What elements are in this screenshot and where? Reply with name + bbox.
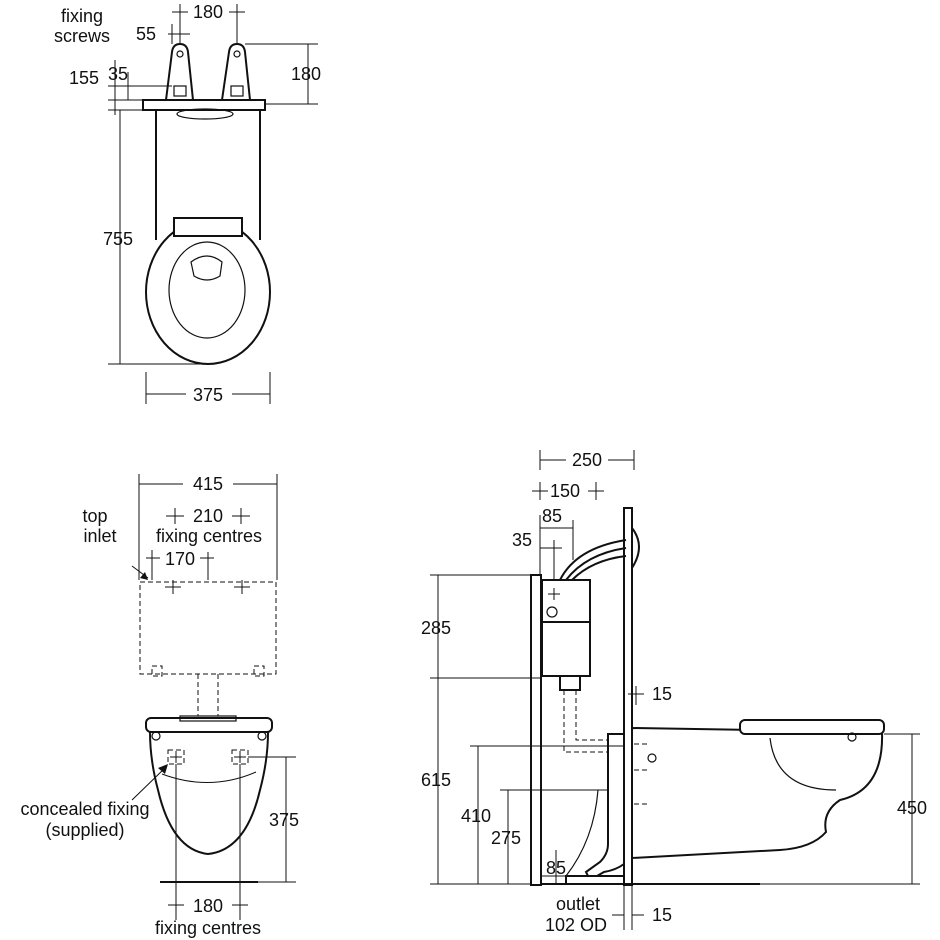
dim-180-top: 180 — [193, 2, 223, 22]
dim-15-mid: 15 — [652, 684, 672, 704]
label-supplied: (supplied) — [45, 820, 124, 840]
front-elevation-view: 415 top inlet 210 fixing centres 170 — [20, 474, 299, 938]
label-top: top — [82, 506, 107, 526]
bracket-slot-right — [230, 85, 244, 97]
fixing-bracket-left — [164, 42, 195, 101]
frame-post-left — [530, 574, 542, 886]
dim-410: 410 — [461, 806, 491, 826]
cistern-body — [541, 621, 591, 677]
flush-pipe — [197, 674, 219, 716]
dim-250: 250 — [572, 450, 602, 470]
label-outlet: outlet — [556, 894, 600, 914]
fixing-bracket-right — [220, 42, 252, 101]
bracket-slot-left — [173, 85, 187, 97]
side-elevation-view: 250 150 85 35 285 — [421, 450, 927, 935]
dim-210: 210 — [193, 506, 223, 526]
dim-150: 150 — [550, 481, 580, 501]
dim-755: 755 — [103, 229, 133, 249]
valve-housing — [541, 579, 591, 625]
label-outlet-od: 102 OD — [545, 915, 607, 935]
dim-35-top: 35 — [108, 64, 128, 84]
top-cistern-outlet — [176, 108, 234, 120]
top-plan-view: 180 fixing screws 55 35 155 180 755 375 — [54, 2, 321, 405]
label-concealed-fixing: concealed fixing — [20, 799, 149, 819]
dim-180-front: 180 — [193, 896, 223, 916]
outlet-pipe — [584, 733, 625, 882]
outlet-bend — [565, 875, 625, 885]
dim-15-bottom: 15 — [652, 905, 672, 925]
wall-plate — [142, 99, 266, 111]
label-inlet: inlet — [83, 526, 116, 546]
pan-body-sides — [155, 110, 261, 240]
concealed-cistern — [139, 581, 277, 675]
dim-450: 450 — [897, 798, 927, 818]
front-pan-bowl — [148, 731, 270, 856]
side-pan — [631, 726, 884, 860]
dim-615: 615 — [421, 770, 451, 790]
side-seat — [739, 719, 885, 735]
dim-375-front: 375 — [269, 810, 299, 830]
flush-pipe-side — [563, 690, 610, 753]
label-fixing-centres-top: fixing centres — [156, 526, 262, 546]
fixing-screw-right — [233, 50, 241, 58]
front-seat — [145, 717, 273, 733]
dim-155: 155 — [69, 68, 99, 88]
seat-hinge-block — [173, 217, 243, 237]
dim-415: 415 — [193, 474, 223, 494]
label-fixing-centres-bottom: fixing centres — [155, 918, 261, 938]
dim-55: 55 — [136, 24, 156, 44]
bowl-outlet — [190, 255, 223, 281]
dim-85-top: 85 — [542, 506, 562, 526]
dim-85-bottom: 85 — [546, 858, 566, 878]
seat-opening — [168, 241, 246, 339]
flush-plate — [631, 525, 640, 572]
fixing-screw-left — [176, 50, 184, 58]
label-screws: screws — [54, 26, 110, 46]
dim-170: 170 — [165, 549, 195, 569]
dim-285: 285 — [421, 618, 451, 638]
label-fixing: fixing — [61, 6, 103, 26]
frame-post-right — [623, 507, 633, 886]
dim-375-top: 375 — [193, 385, 223, 405]
dim-35-side: 35 — [512, 530, 532, 550]
dim-275: 275 — [491, 828, 521, 848]
dim-180-right: 180 — [291, 64, 321, 84]
